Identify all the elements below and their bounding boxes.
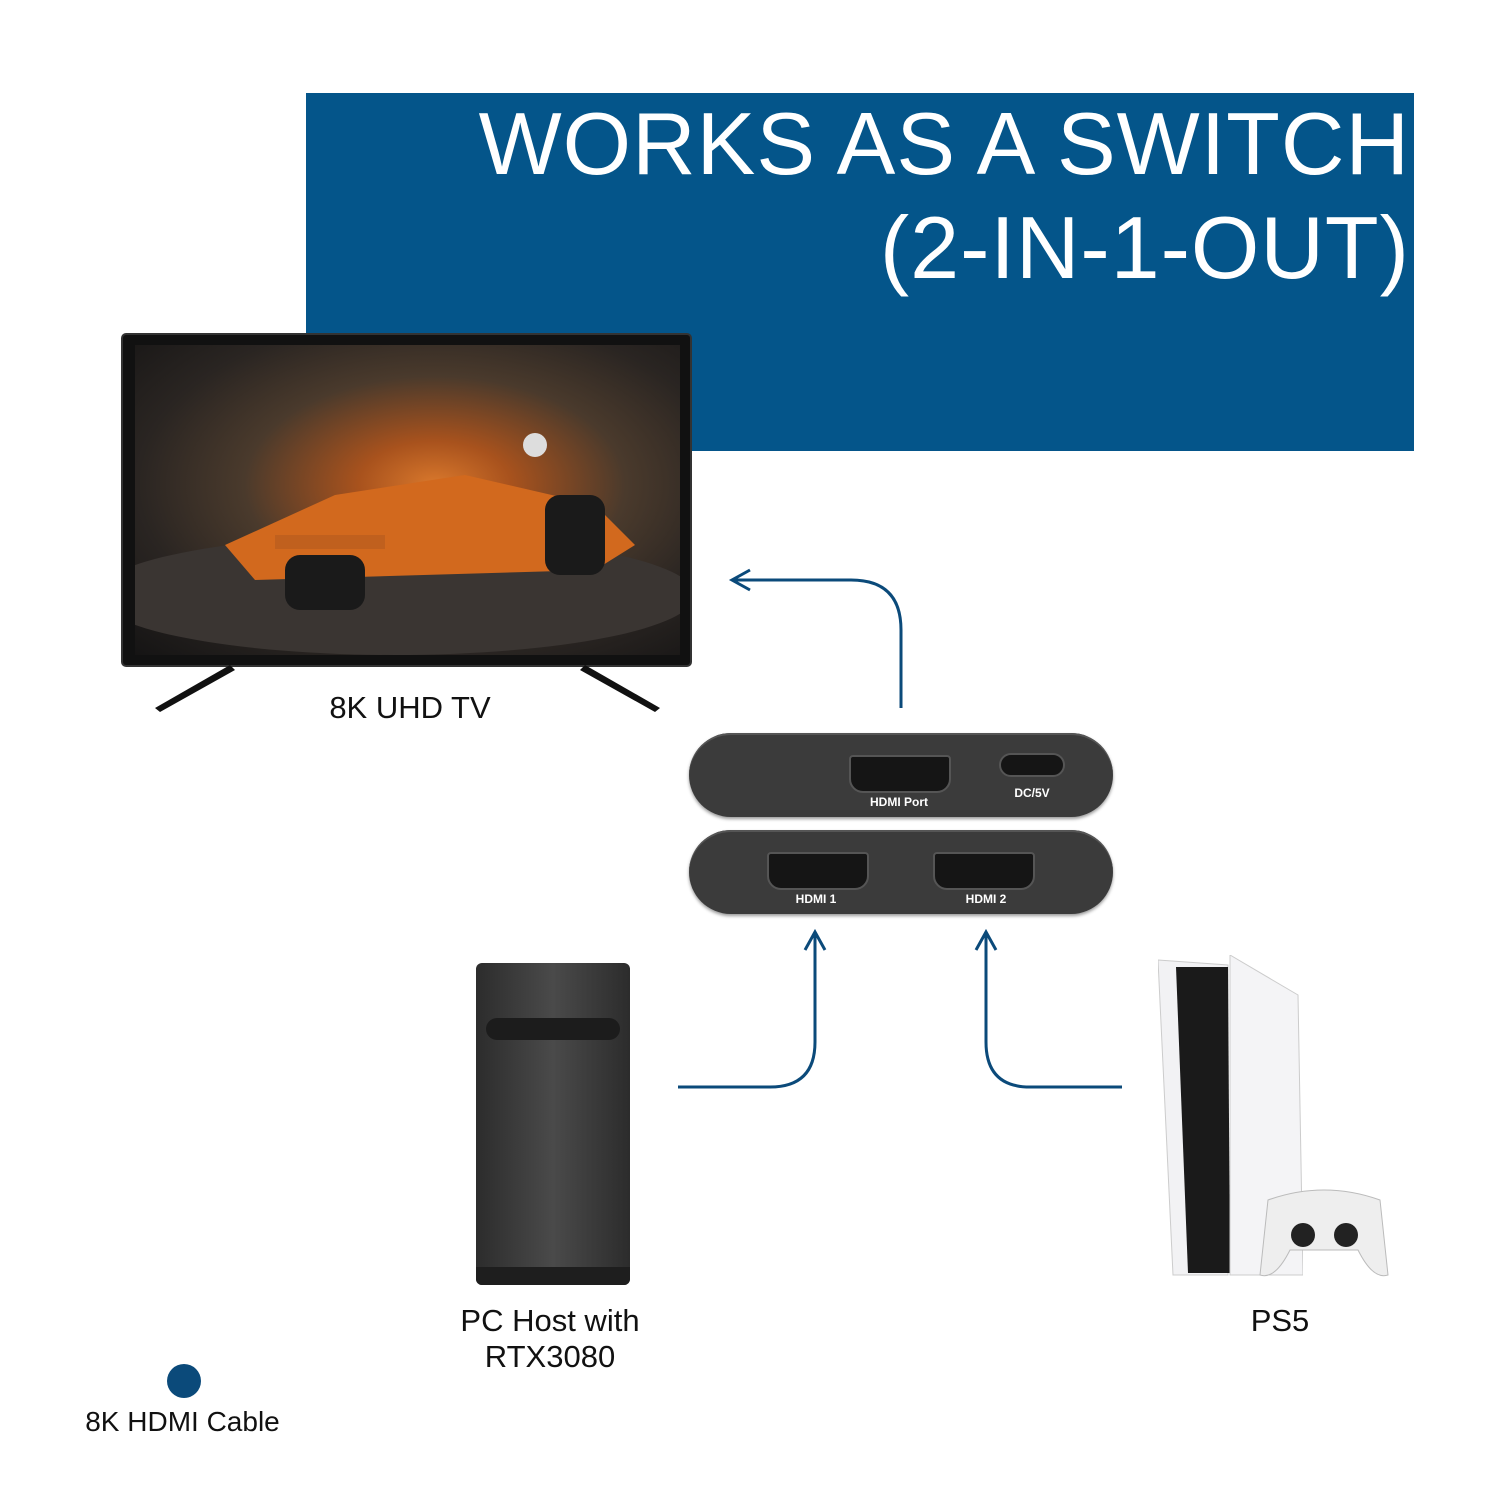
usb-c-port — [999, 753, 1065, 777]
hdmi-out-port — [849, 755, 951, 793]
hdmi2-label: HDMI 2 — [965, 892, 1007, 906]
pc-label-line-2: RTX3080 — [484, 1339, 616, 1374]
tv-screen — [135, 345, 680, 655]
arrow-from-ps5 — [974, 928, 1122, 1089]
hdmi1-port — [767, 852, 869, 890]
race-car-illustration — [135, 433, 680, 655]
legend-cable-dot — [167, 1364, 201, 1398]
arrow-from-pc — [678, 928, 827, 1089]
ps5-controller-image — [1259, 1189, 1389, 1277]
hdmi-out-label: HDMI Port — [870, 795, 928, 809]
legend-label: 8K HDMI Cable — [85, 1406, 280, 1437]
pc-front-panel — [486, 1018, 620, 1040]
tv-image — [123, 335, 690, 665]
hdmi1-label: HDMI 1 — [795, 892, 837, 906]
pc-base — [476, 1267, 630, 1285]
pc-label: PC Host with RTX3080 — [400, 1303, 700, 1375]
title-line-2: (2-IN-1-OUT) — [879, 198, 1410, 297]
switch-device-front: HDMI 1 HDMI 2 — [689, 830, 1113, 914]
arrow-to-tv — [728, 568, 903, 708]
pc-tower-image — [476, 963, 630, 1285]
pc-label-line-1: PC Host with — [460, 1303, 640, 1338]
dc-label: DC/5V — [1014, 786, 1050, 800]
tv-stand — [155, 665, 660, 712]
page-title: WORKS AS A SWITCH (2-IN-1-OUT) — [410, 92, 1410, 300]
hdmi2-port — [933, 852, 1035, 890]
switch-device-back: HDMI Port DC/5V — [689, 733, 1113, 817]
title-line-1: WORKS AS A SWITCH — [478, 94, 1410, 193]
tv-label: 8K UHD TV — [329, 690, 491, 725]
ps5-label: PS5 — [1250, 1303, 1310, 1338]
